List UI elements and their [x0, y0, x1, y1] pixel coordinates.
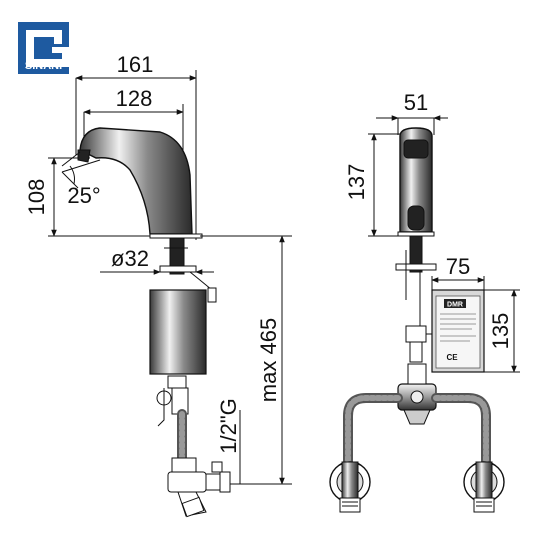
- logo-text: SINANI: [25, 60, 62, 72]
- cable-plug: [207, 287, 217, 303]
- shank: [169, 237, 185, 275]
- angle-valve-left: [329, 461, 371, 513]
- dim-box-height: 135: [488, 313, 513, 350]
- dim-spout-reach: 128: [116, 86, 153, 111]
- box-label-lines: [440, 313, 476, 342]
- mixing-valve: [397, 363, 437, 425]
- dim-diameter: ø32: [111, 246, 149, 271]
- faucet-spout-tip: [77, 149, 91, 163]
- sensor-window: [403, 139, 429, 159]
- side-view: 161 128 108 25° ø32: [24, 52, 292, 518]
- spout-outlet: [407, 205, 425, 231]
- front-view: 51 137 75 135 DMR: [329, 90, 520, 513]
- dim-overall-width: 161: [117, 52, 154, 77]
- faucet-body-side: [79, 127, 193, 235]
- brand-logo: SINANI: [18, 22, 70, 74]
- deck-plate: [149, 233, 203, 239]
- valve-fitting: [167, 375, 187, 389]
- dim-max-length: max 465: [256, 318, 281, 402]
- solenoid: [405, 325, 427, 343]
- dim-front-height: 137: [344, 164, 369, 201]
- dim-box-width: 75: [446, 254, 470, 279]
- logo-mark: [26, 30, 70, 67]
- angle-valve: [167, 457, 231, 518]
- dim-thread: 1/2"G: [216, 398, 241, 454]
- hose-right: [431, 393, 491, 467]
- angle-valve-right: [463, 461, 505, 513]
- hose-left: [343, 393, 403, 467]
- box-label-header: [444, 299, 466, 308]
- control-box-side: [149, 289, 207, 375]
- ce-mark: CE: [446, 353, 458, 362]
- box-label-text: DMR: [447, 302, 463, 309]
- dim-front-width: 51: [404, 90, 428, 115]
- dim-height: 108: [24, 179, 49, 216]
- dim-angle: 25°: [67, 183, 100, 208]
- lock-nut: [159, 265, 197, 273]
